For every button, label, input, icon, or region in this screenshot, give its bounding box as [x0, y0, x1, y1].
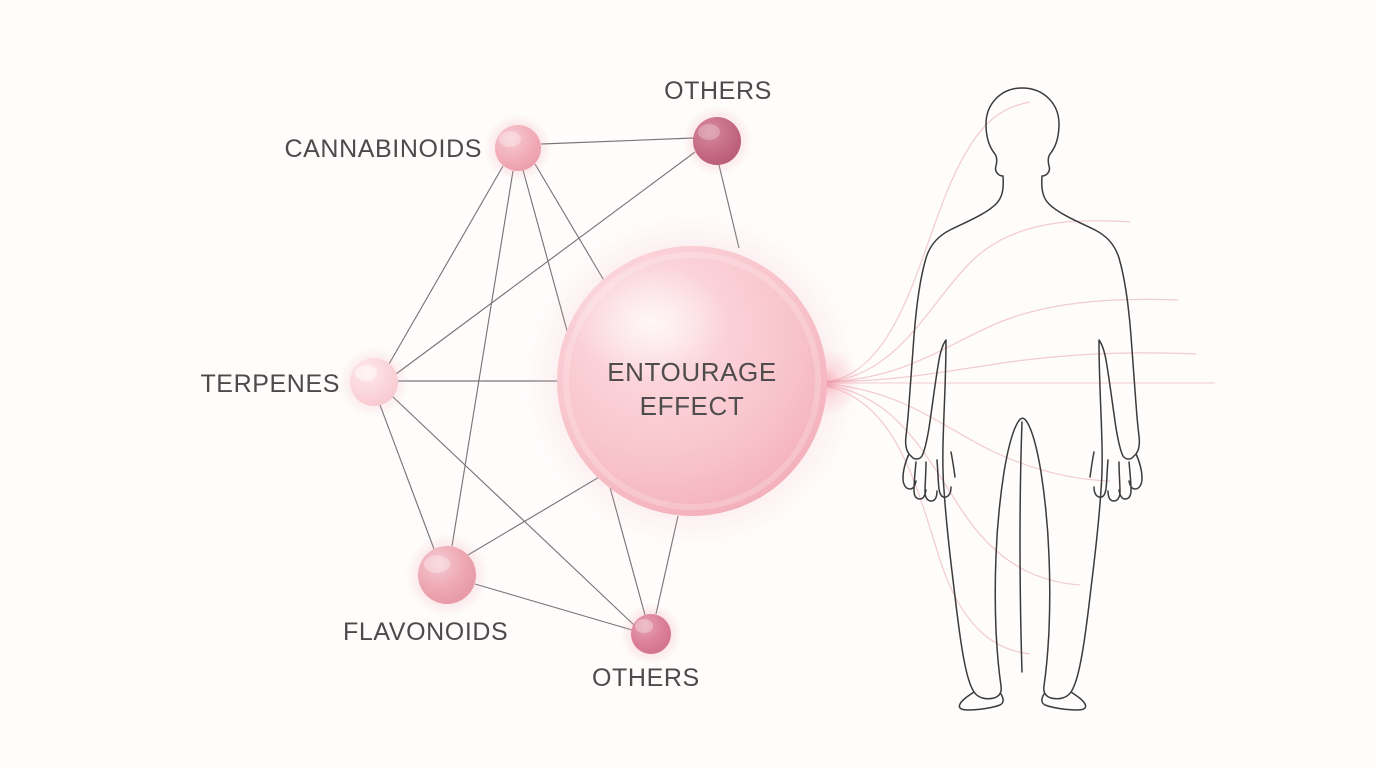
node-label-cannabinoids: CANNABINOIDS	[284, 135, 482, 163]
node-highlight	[698, 124, 720, 140]
node-terpenes[interactable]: TERPENES	[200, 346, 410, 418]
ray-4	[825, 352, 1197, 383]
entourage-effect-hub[interactable]: ENTOURAGE EFFECT	[524, 213, 860, 549]
edge-flavonoids-others-bottom	[474, 583, 633, 631]
left-foot	[958, 691, 1004, 711]
node-circle	[631, 614, 671, 654]
node-label-others-bottom: OTHERS	[592, 664, 700, 692]
node-circle	[693, 117, 741, 165]
node-flavonoids[interactable]: FLAVONOIDS	[343, 533, 508, 646]
hub-label-line-2: EFFECT	[640, 391, 745, 421]
human-body-silhouette	[902, 87, 1143, 711]
edge-cannabinoids-terpenes	[388, 165, 504, 365]
node-circle	[350, 358, 398, 406]
node-others-top[interactable]: OTHERS	[664, 77, 772, 176]
ray-1	[825, 101, 1031, 383]
node-label-others-top: OTHERS	[664, 77, 772, 105]
connector-edges	[379, 137, 740, 631]
right-foot	[1041, 691, 1087, 711]
inner-leg-line	[1019, 421, 1023, 673]
ray-7	[825, 384, 1081, 586]
hub-highlight	[572, 264, 728, 380]
node-circle	[495, 125, 541, 171]
ray-8	[825, 385, 1031, 655]
node-cannabinoids[interactable]: CANNABINOIDS	[284, 114, 552, 182]
energy-rays	[825, 101, 1215, 655]
edge-cannabinoids-others-top	[540, 137, 695, 145]
edge-terpenes-flavonoids	[379, 404, 435, 550]
node-label-terpenes: TERPENES	[200, 370, 340, 398]
left-hand	[902, 451, 956, 502]
ray-6	[825, 383, 1111, 482]
hub-label-line-1: ENTOURAGE	[607, 357, 777, 387]
right-hand	[1089, 451, 1143, 502]
ray-3	[825, 298, 1179, 383]
node-circle	[418, 546, 476, 604]
hub-rim-arc	[563, 252, 821, 510]
edge-others-top-terpenes	[395, 151, 696, 375]
node-others-bottom[interactable]: OTHERS	[592, 603, 700, 692]
node-highlight	[635, 619, 653, 633]
ray-2	[825, 220, 1131, 383]
edge-terpenes-others-bottom	[391, 395, 635, 626]
body-outline	[904, 87, 1141, 700]
edge-cannabinoids-flavonoids	[451, 170, 514, 547]
node-highlight	[355, 365, 377, 381]
node-highlight	[424, 555, 450, 573]
node-highlight	[499, 131, 521, 147]
node-label-flavonoids: FLAVONOIDS	[343, 618, 508, 646]
